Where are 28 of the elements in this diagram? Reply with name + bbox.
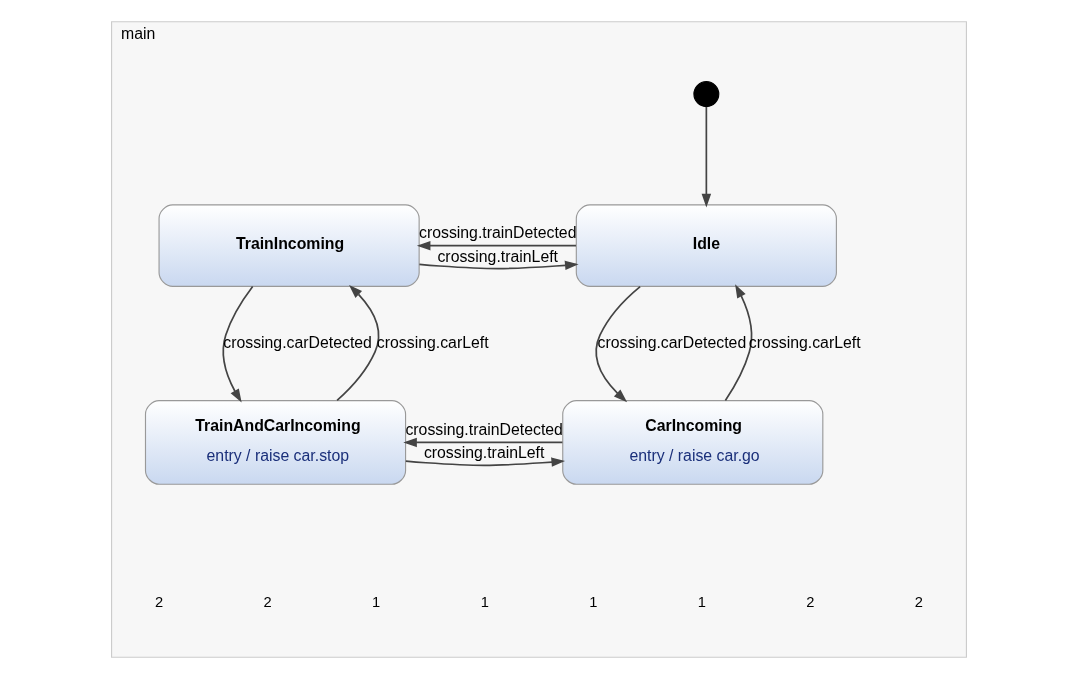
node-box: TrainIncoming	[158, 204, 420, 287]
arrow	[402, 437, 563, 448]
node-circle	[692, 81, 719, 108]
node-box: TrainAndCarIncoming entry / raise car.stop	[144, 400, 406, 485]
edge-label: crossing.trainDetected	[418, 223, 576, 241]
label: 1	[588, 593, 597, 610]
node-box: Idle	[575, 204, 837, 287]
arrow	[724, 284, 752, 402]
arrow	[221, 285, 253, 403]
label: 2	[805, 593, 814, 610]
arrow	[418, 260, 579, 271]
label: 1	[371, 593, 380, 610]
arrow	[416, 240, 577, 251]
label: 2	[914, 593, 923, 610]
node-box: CarIncoming entry / raise car.go	[561, 400, 823, 485]
edge-label: crossing.trainLeft	[436, 247, 558, 265]
edge-label: crossing.trainDetected	[404, 420, 563, 438]
label: 1	[697, 593, 706, 610]
label: 2	[263, 593, 272, 610]
arrow	[404, 457, 565, 467]
arrow	[335, 284, 379, 402]
label: 2	[154, 593, 163, 610]
edge-label: crossing.carDetected	[597, 333, 746, 351]
edge-label: crossing.carDetected	[222, 333, 372, 351]
edge-label: crossing.trainLeft	[423, 444, 544, 462]
label: 1	[480, 593, 489, 610]
arrow	[594, 285, 641, 403]
arrow	[701, 106, 711, 208]
